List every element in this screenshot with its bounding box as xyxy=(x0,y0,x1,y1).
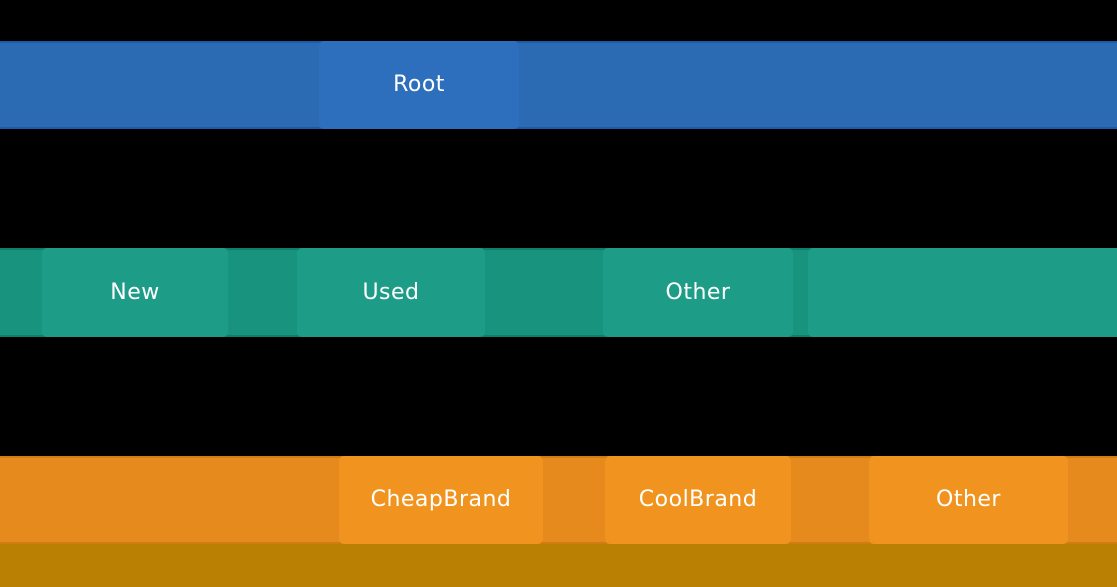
node-label: CheapBrand xyxy=(370,487,512,512)
node-label: CoolBrand xyxy=(638,487,758,512)
tree-level-3-partial-bar xyxy=(0,544,1117,587)
node-label: New xyxy=(110,279,160,305)
tree-node-root[interactable]: Root xyxy=(319,41,519,129)
node-label: Root xyxy=(393,72,445,97)
tree-node-other[interactable]: Other xyxy=(603,248,793,337)
tree-node-new[interactable]: New xyxy=(42,248,228,337)
tree-level-0-bar: Root xyxy=(0,41,1117,129)
tree-level-2-bar: CheapBrand CoolBrand Other xyxy=(0,456,1117,544)
node-label: Used xyxy=(362,279,420,305)
tree-node-unlabeled[interactable] xyxy=(808,248,1117,337)
node-label: Other xyxy=(665,279,731,305)
tree-node-other[interactable]: Other xyxy=(869,456,1068,544)
tree-level-1-bar: New Used Other xyxy=(0,248,1117,337)
tree-node-used[interactable]: Used xyxy=(297,248,485,337)
tree-node-cheapbrand[interactable]: CheapBrand xyxy=(339,456,543,544)
tree-node-coolbrand[interactable]: CoolBrand xyxy=(605,456,791,544)
node-label: Other xyxy=(936,487,1001,512)
